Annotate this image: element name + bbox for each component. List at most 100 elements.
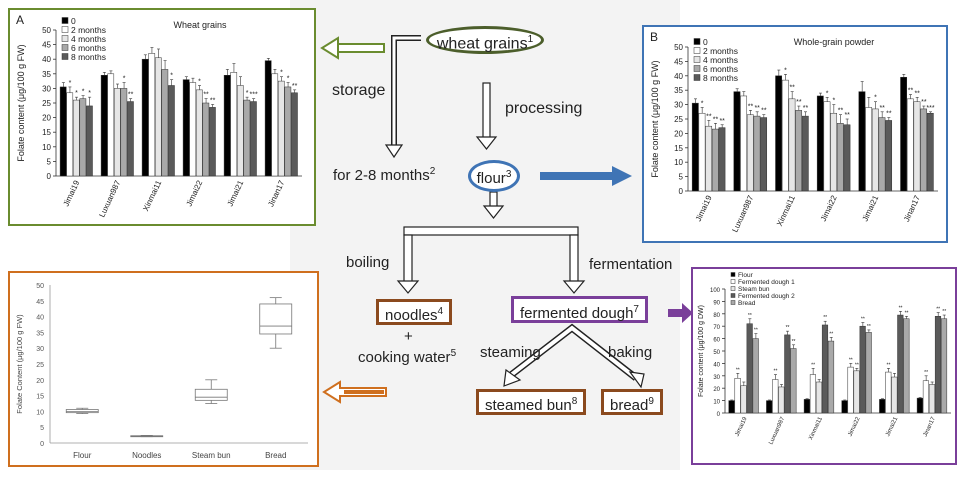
significance-mark: * bbox=[826, 90, 829, 97]
significance-mark: * bbox=[69, 80, 72, 87]
y-tick-label: 15 bbox=[36, 394, 44, 401]
legend-label: 6 months bbox=[71, 43, 106, 53]
y-tick-label: 0 bbox=[717, 412, 721, 418]
significance-mark: ** bbox=[861, 316, 865, 322]
legend-swatch bbox=[730, 286, 736, 291]
cooking-water-ref: 5 bbox=[450, 348, 457, 359]
fermented-dough-ref: 7 bbox=[633, 304, 639, 315]
legend-swatch bbox=[730, 279, 736, 284]
fermentation-label: fermentation bbox=[589, 256, 673, 273]
significance-mark: *** bbox=[250, 92, 258, 99]
significance-mark: *** bbox=[926, 105, 934, 112]
y-tick-label: 25 bbox=[36, 362, 44, 369]
bar bbox=[740, 95, 748, 192]
bread-label: bread bbox=[610, 397, 649, 414]
fermented-dough-node: fermented dough7 bbox=[511, 296, 648, 323]
significance-mark: ** bbox=[203, 92, 209, 99]
legend-swatch bbox=[61, 35, 69, 42]
bar bbox=[922, 380, 930, 414]
y-tick-label: 15 bbox=[42, 128, 51, 137]
y-tick-label: 20 bbox=[42, 114, 51, 123]
bar bbox=[243, 99, 251, 177]
y-tick-label: 10 bbox=[36, 409, 44, 416]
bar bbox=[816, 95, 824, 192]
legend-swatch bbox=[61, 26, 69, 33]
steamed-bun-ref: 8 bbox=[571, 396, 578, 407]
noodles-label: noodles bbox=[385, 307, 438, 324]
bar bbox=[847, 366, 854, 414]
significance-mark: ** bbox=[829, 331, 833, 337]
significance-mark: ** bbox=[914, 90, 920, 97]
bar bbox=[154, 57, 162, 177]
x-tick-label: Jimai22 bbox=[185, 179, 205, 208]
significance-mark: ** bbox=[292, 83, 298, 90]
bar bbox=[900, 76, 908, 192]
significance-mark: ** bbox=[748, 103, 754, 110]
bar bbox=[809, 374, 817, 414]
y-tick-label: 5 bbox=[40, 425, 44, 432]
y-tick-label: 20 bbox=[36, 378, 44, 385]
noodles-node: noodles4 bbox=[376, 299, 453, 325]
y-tick-label: 50 bbox=[36, 283, 44, 290]
y-axis-label: Folate content (μg/100 g FW) bbox=[650, 60, 660, 177]
x-tick-label: Jimai22 bbox=[847, 416, 861, 438]
bar bbox=[209, 107, 216, 177]
x-tick-label: Steam bun bbox=[192, 451, 231, 460]
bar bbox=[202, 102, 210, 177]
significance-mark: * bbox=[287, 76, 290, 83]
chart-title: Whole-grain powder bbox=[794, 37, 875, 47]
significance-mark: ** bbox=[849, 357, 853, 363]
y-tick-label: 70 bbox=[713, 325, 720, 331]
bar bbox=[841, 400, 848, 414]
bar bbox=[778, 386, 785, 414]
bar bbox=[698, 112, 706, 192]
bar bbox=[79, 98, 87, 177]
bar bbox=[161, 69, 169, 177]
y-tick-label: 40 bbox=[674, 72, 683, 81]
y-tick-label: 25 bbox=[42, 99, 51, 108]
bar bbox=[766, 400, 773, 414]
x-tick-label: Jimai19 bbox=[734, 416, 748, 438]
wheat-grains-ref: 1 bbox=[527, 34, 534, 45]
bar bbox=[801, 115, 809, 192]
bar bbox=[753, 115, 761, 192]
significance-mark: ** bbox=[803, 105, 809, 112]
bar bbox=[141, 58, 149, 177]
significance-mark: * bbox=[123, 76, 126, 83]
legend-swatch bbox=[693, 38, 701, 45]
y-tick-label: 25 bbox=[674, 115, 683, 124]
x-tick-label: Jinan17 bbox=[266, 179, 286, 209]
storage-duration-ref: 2 bbox=[429, 166, 436, 177]
significance-mark: ** bbox=[921, 99, 927, 106]
legend-swatch bbox=[730, 300, 736, 305]
storage-duration-label: for 2-8 months2 bbox=[333, 166, 435, 184]
y-tick-label: 45 bbox=[42, 41, 51, 50]
bar bbox=[113, 88, 121, 177]
x-tick-label: Jimai21 bbox=[226, 179, 246, 208]
legend-label: 6 months bbox=[703, 64, 738, 74]
bar bbox=[827, 340, 835, 414]
x-tick-label: Flour bbox=[73, 451, 92, 460]
bar bbox=[711, 128, 719, 192]
significance-mark: ** bbox=[844, 112, 850, 119]
significance-mark: * bbox=[280, 70, 283, 77]
significance-mark: ** bbox=[128, 92, 134, 99]
bar bbox=[746, 323, 753, 414]
wheat-grains-label: wheat grains bbox=[436, 35, 528, 53]
significance-mark: ** bbox=[786, 325, 790, 331]
bar bbox=[903, 318, 910, 414]
significance-mark: ** bbox=[761, 108, 767, 115]
y-axis-label: Folate Content (μg/100 g FW) bbox=[15, 314, 24, 414]
bar bbox=[788, 98, 796, 192]
bar bbox=[236, 85, 244, 177]
y-tick-label: 80 bbox=[713, 313, 720, 319]
x-tick-label: Jinan17 bbox=[923, 416, 938, 438]
bar bbox=[928, 384, 936, 414]
y-tick-label: 35 bbox=[36, 330, 44, 337]
y-tick-label: 35 bbox=[42, 70, 51, 79]
y-tick-label: 35 bbox=[674, 86, 683, 95]
bar bbox=[885, 371, 892, 414]
